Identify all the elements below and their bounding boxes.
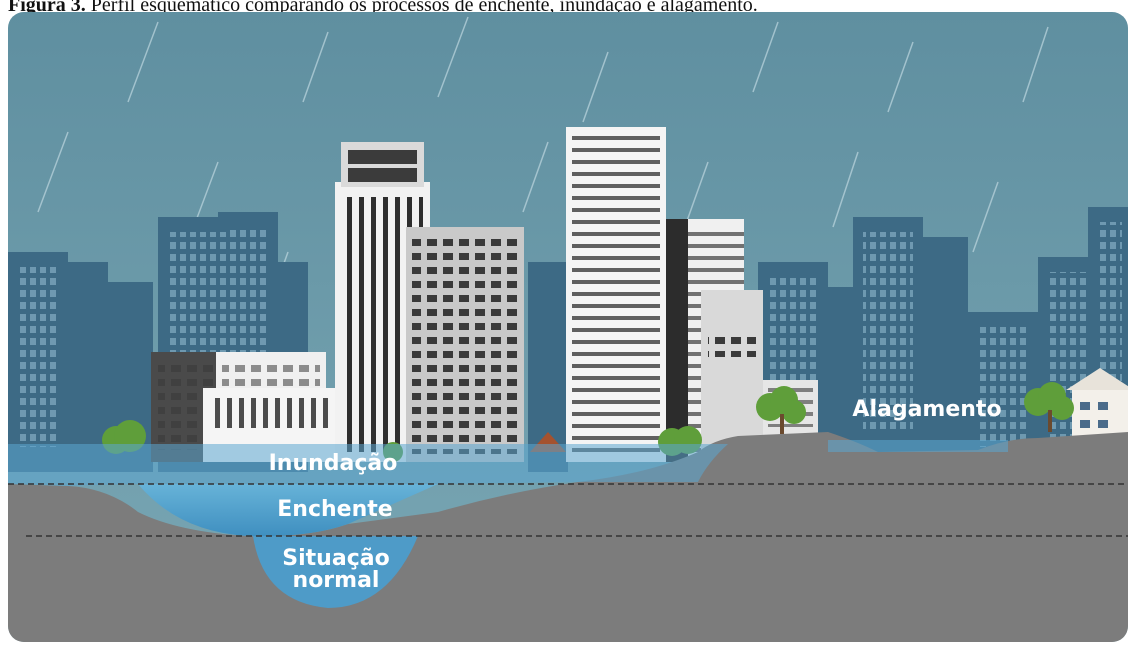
label-enchente: Enchente	[277, 497, 392, 522]
label-situacao-line1: Situação	[282, 546, 389, 571]
river-water	[138, 484, 438, 537]
river-channel	[253, 536, 418, 608]
flood-water	[8, 444, 728, 486]
alagamento-puddle	[828, 440, 1008, 452]
tree-trunks	[780, 410, 1052, 434]
label-inundacao: Inundação	[269, 451, 398, 476]
flood-profile-svg: Inundação Enchente Situação normal Alaga…	[8, 12, 1128, 642]
label-alagamento: Alagamento	[852, 397, 1001, 422]
label-situacao-line2: normal	[293, 568, 380, 593]
flood-profile-illustration: Inundação Enchente Situação normal Alaga…	[8, 12, 1128, 642]
